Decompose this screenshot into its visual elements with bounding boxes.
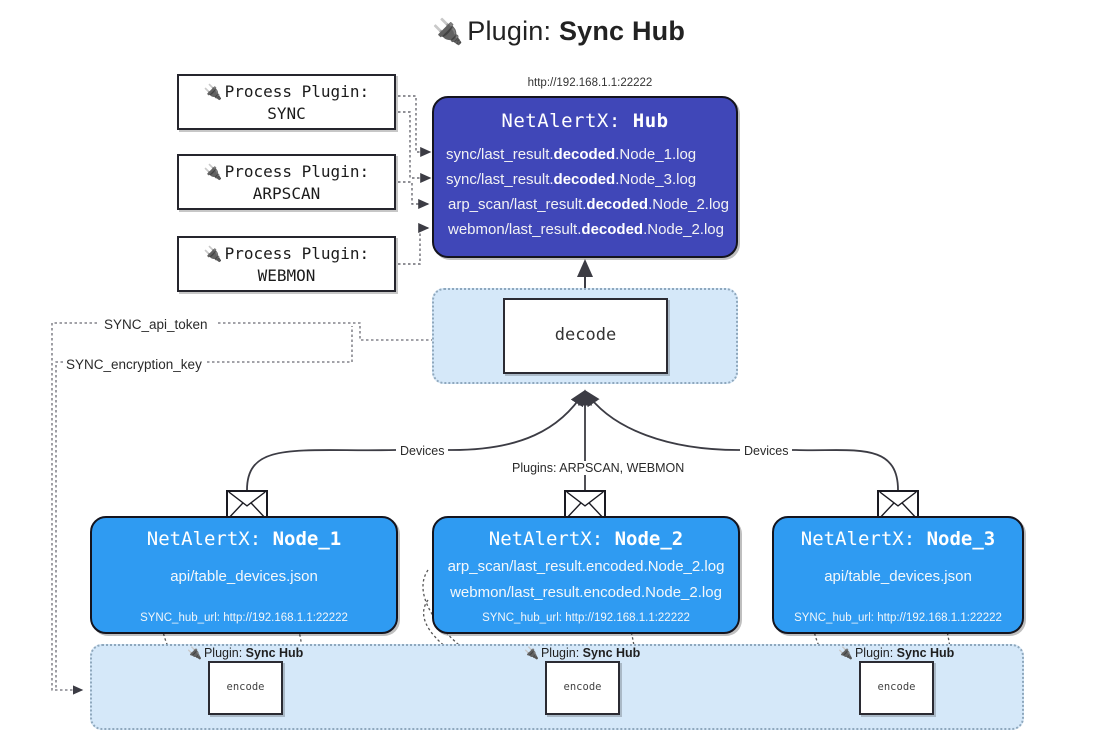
page-title: 🔌Plugin: Sync Hub	[0, 16, 1117, 47]
hub-log-line: sync/last_result.decoded.Node_1.log	[434, 142, 736, 167]
plug-icon: 🔌	[203, 83, 223, 101]
node-title-name: Node_3	[926, 528, 996, 550]
secret-label-encryption-key: SYNC_encryption_key	[63, 357, 205, 372]
sync-hub-prefix: Plugin:	[540, 646, 583, 660]
sync-hub-plugin-label: 🔌Plugin: Sync Hub	[187, 646, 303, 660]
sync-hub-plugin-label: 🔌Plugin: Sync Hub	[838, 646, 954, 660]
log-em: decoded	[586, 196, 649, 213]
process-plugin-title: 🔌Process Plugin:	[179, 162, 394, 181]
log-post: .Node_3.log	[615, 171, 697, 188]
sync-hub-name: Sync Hub	[245, 646, 304, 660]
process-plugin-box-webmon[interactable]: 🔌Process Plugin: WEBMON	[177, 236, 396, 292]
plug-icon: 🔌	[524, 646, 539, 660]
plug-icon: 🔌	[203, 245, 223, 263]
encode-box[interactable]: encode	[545, 661, 620, 715]
log-post: .Node_2.log	[643, 221, 724, 238]
log-em: decoded	[581, 221, 644, 238]
page-title-name: Sync Hub	[558, 16, 686, 46]
decode-label: decode	[554, 325, 617, 345]
log-pre: sync/last_result.	[446, 171, 554, 188]
encode-label: encode	[563, 681, 602, 693]
log-pre: webmon/last_result.	[448, 221, 582, 238]
node-title-name: Node_2	[614, 528, 684, 550]
encode-label: encode	[877, 681, 916, 693]
node-title: NetAlertX: Node_3	[774, 528, 1022, 550]
log-post: .Node_1.log	[615, 146, 697, 163]
secret-label-api-token: SYNC_api_token	[101, 317, 211, 332]
process-plugin-label: Process Plugin:	[224, 82, 370, 101]
node-title-prefix: NetAlertX:	[800, 528, 927, 550]
plug-icon: 🔌	[187, 646, 202, 660]
node-payload-line: api/table_devices.json	[170, 568, 318, 585]
sync-hub-name: Sync Hub	[896, 646, 955, 660]
hub-log-line: webmon/last_result.decoded.Node_2.log	[434, 217, 736, 242]
node-box-node-3[interactable]: NetAlertX: Node_3 api/table_devices.json…	[772, 516, 1024, 634]
encode-label: encode	[226, 681, 265, 693]
node-box-node-2[interactable]: NetAlertX: Node_2 arp_scan/last_result.e…	[432, 516, 740, 634]
sync-hub-name: Sync Hub	[582, 646, 641, 660]
process-plugin-box-sync[interactable]: 🔌Process Plugin: SYNC	[177, 74, 396, 130]
process-plugin-box-arpscan[interactable]: 🔌Process Plugin: ARPSCAN	[177, 154, 396, 210]
node-sync-hub-url: SYNC_hub_url: http://192.168.1.1:22222	[140, 612, 348, 624]
log-post: .Node_2.log	[648, 196, 729, 213]
node-payload-line: arp_scan/last_result.encoded.Node_2.log	[447, 558, 725, 575]
plug-icon: 🔌	[431, 18, 464, 46]
encode-box[interactable]: encode	[859, 661, 934, 715]
sync-hub-prefix: Plugin:	[854, 646, 897, 660]
node-sync-hub-url: SYNC_hub_url: http://192.168.1.1:22222	[482, 612, 690, 624]
node-box-node-1[interactable]: NetAlertX: Node_1 api/table_devices.json…	[90, 516, 398, 634]
node-title-prefix: NetAlertX:	[488, 528, 615, 550]
decode-box[interactable]: decode	[503, 298, 668, 374]
hub-log-list: sync/last_result.decoded.Node_1.log sync…	[434, 142, 736, 242]
process-plugin-name: SYNC	[267, 104, 306, 123]
hub-url-label: http://192.168.1.1:22222	[527, 77, 653, 89]
hub-node-box[interactable]: NetAlertX: Hub sync/last_result.decoded.…	[432, 96, 738, 258]
log-em: decoded	[553, 171, 616, 188]
log-pre: sync/last_result.	[446, 146, 554, 163]
process-plugin-label: Process Plugin:	[224, 162, 370, 181]
process-plugin-title: 🔌Process Plugin:	[179, 82, 394, 101]
hub-title: NetAlertX: Hub	[434, 110, 736, 132]
log-pre: arp_scan/last_result.	[448, 196, 587, 213]
sync-hub-plugin-label: 🔌Plugin: Sync Hub	[524, 646, 640, 660]
node-title-name: Node_1	[272, 528, 342, 550]
node-payload-line: webmon/last_result.encoded.Node_2.log	[450, 584, 722, 601]
plug-icon: 🔌	[838, 646, 853, 660]
edge-label-devices-left: Devices	[396, 444, 449, 458]
process-plugin-label: Process Plugin:	[224, 244, 370, 263]
process-plugin-name: ARPSCAN	[252, 184, 321, 203]
encode-box[interactable]: encode	[208, 661, 283, 715]
process-plugin-title: 🔌Process Plugin:	[179, 244, 394, 263]
log-em: decoded	[553, 146, 616, 163]
hub-title-name: Hub	[632, 110, 669, 132]
edge-label-plugins: Plugins: ARPSCAN, WEBMON	[508, 461, 689, 475]
hub-log-line: sync/last_result.decoded.Node_3.log	[434, 167, 736, 192]
node-title: NetAlertX: Node_2	[434, 528, 738, 550]
node-sync-hub-url: SYNC_hub_url: http://192.168.1.1:22222	[794, 612, 1002, 624]
node-payload-line: api/table_devices.json	[824, 568, 972, 585]
node-title: NetAlertX: Node_1	[92, 528, 396, 550]
plug-icon: 🔌	[203, 163, 223, 181]
sync-hub-prefix: Plugin:	[203, 646, 246, 660]
node-title-prefix: NetAlertX:	[146, 528, 273, 550]
hub-log-line: arp_scan/last_result.decoded.Node_2.log	[434, 192, 736, 217]
process-plugin-name: WEBMON	[257, 266, 316, 285]
edge-label-devices-right: Devices	[740, 444, 793, 458]
hub-title-prefix: NetAlertX:	[501, 110, 633, 132]
page-title-prefix: Plugin:	[467, 16, 559, 46]
